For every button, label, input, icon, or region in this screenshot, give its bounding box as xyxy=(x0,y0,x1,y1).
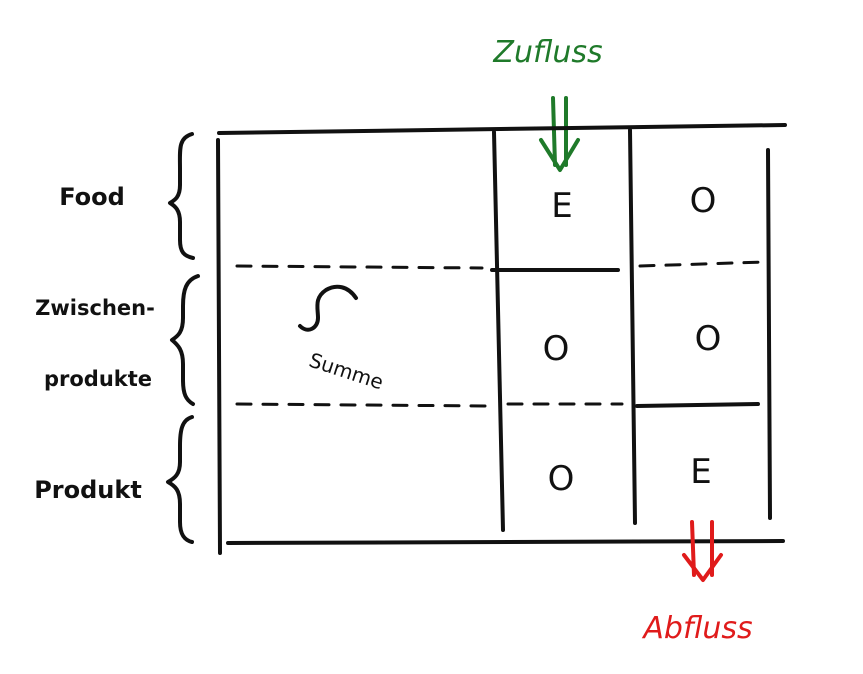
row-label-intermediate-line2: produkte xyxy=(44,367,152,391)
cell-prod-col1: O xyxy=(548,459,575,499)
cell-food-col2: O xyxy=(690,181,717,221)
cell-prod-col2: E xyxy=(690,452,711,492)
inflow-label: Zufluss xyxy=(492,35,602,70)
cell-food-col1: E xyxy=(551,186,572,226)
table-frame xyxy=(216,123,787,555)
brace-intermediate xyxy=(170,274,200,406)
outflow-label: Abfluss xyxy=(641,611,752,646)
integral-icon xyxy=(298,284,358,332)
brace-food xyxy=(168,132,195,260)
row-braces xyxy=(166,132,200,544)
inflow-arrow xyxy=(539,96,580,172)
cell-mid-col2: O xyxy=(695,319,722,359)
row-label-food: Food xyxy=(59,183,125,211)
sum-label: Summe xyxy=(306,348,386,395)
cell-mid-col1: O xyxy=(543,329,570,369)
row-label-product: Produkt xyxy=(34,476,142,504)
row-label-intermediate-line1: Zwischen- xyxy=(35,296,155,320)
row-dividers xyxy=(235,260,767,408)
brace-product xyxy=(166,415,194,544)
sum-symbol: Summe xyxy=(298,284,386,395)
outflow-arrow xyxy=(682,520,723,582)
